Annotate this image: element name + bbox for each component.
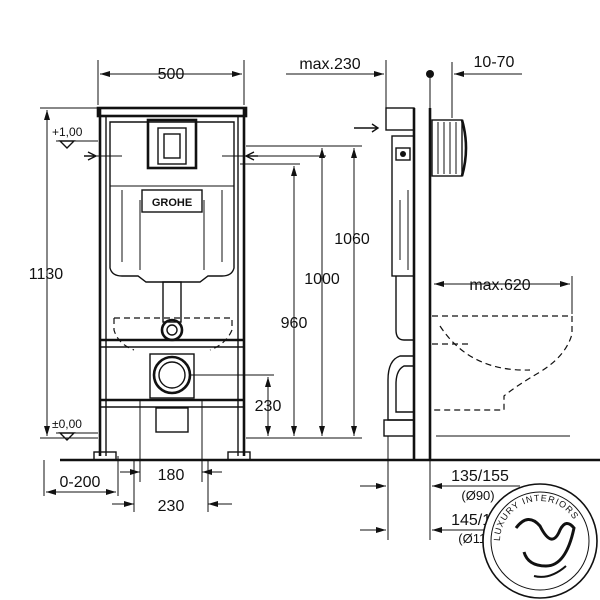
dimension-height-1060: 1060	[246, 145, 370, 436]
label-135-155: 135/155	[451, 468, 509, 485]
cistern: GROHE	[84, 118, 326, 283]
label-180: 180	[158, 467, 185, 484]
label-1130: 1130	[29, 266, 64, 283]
brand-logo-text: GROHE	[152, 197, 192, 209]
toilet-bowl-outline	[432, 315, 573, 411]
watermark-logo: LUXURY INTERIORS	[482, 483, 598, 599]
level-plus-marker: +1,00	[52, 125, 98, 149]
side-view: max.230 10-70	[286, 54, 573, 546]
dimension-height-960: 960	[240, 163, 308, 436]
front-view: 500	[29, 60, 600, 515]
drain-outlet	[149, 353, 274, 433]
dimension-max-620: max.620	[434, 276, 573, 314]
label-230-bottom: 230	[158, 498, 185, 515]
dimension-width-500: 500	[97, 60, 245, 105]
dimension-height-1130: 1130	[29, 107, 98, 439]
label-level-zero: ±0,00	[52, 417, 82, 431]
dimension-max-230: max.230	[286, 56, 387, 112]
dimension-width-180: 180	[120, 400, 222, 484]
label-1000: 1000	[304, 271, 340, 288]
side-frame	[354, 107, 468, 460]
flush-pipe	[113, 281, 233, 351]
label-level-plus: +1,00	[52, 125, 83, 139]
label-d90: (Ø90)	[461, 488, 494, 503]
dimension-height-230: 230	[255, 377, 282, 436]
label-max-230: max.230	[299, 56, 360, 73]
dimension-10-70: 10-70	[426, 54, 522, 118]
level-zero-marker: ±0,00	[52, 417, 98, 441]
label-960: 960	[281, 315, 308, 332]
dimension-height-1000: 1000	[304, 148, 340, 436]
flush-plate-side	[431, 119, 463, 177]
label-10-70: 10-70	[474, 54, 515, 71]
label-500: 500	[158, 66, 185, 83]
water-inlet-left	[84, 151, 98, 161]
brand-logo	[141, 189, 203, 213]
label-230: 230	[255, 398, 282, 415]
label-max-620: max.620	[469, 277, 530, 294]
dimension-width-230: 230	[112, 460, 232, 515]
dimension-offset-0-200: 0-200	[43, 456, 119, 496]
centerline-marker	[426, 70, 434, 78]
label-1060: 1060	[334, 231, 370, 248]
label-0-200: 0-200	[60, 474, 101, 491]
flush-plate-opening	[146, 118, 198, 170]
dimension-135-155: 135/155 (Ø90)	[360, 436, 520, 540]
